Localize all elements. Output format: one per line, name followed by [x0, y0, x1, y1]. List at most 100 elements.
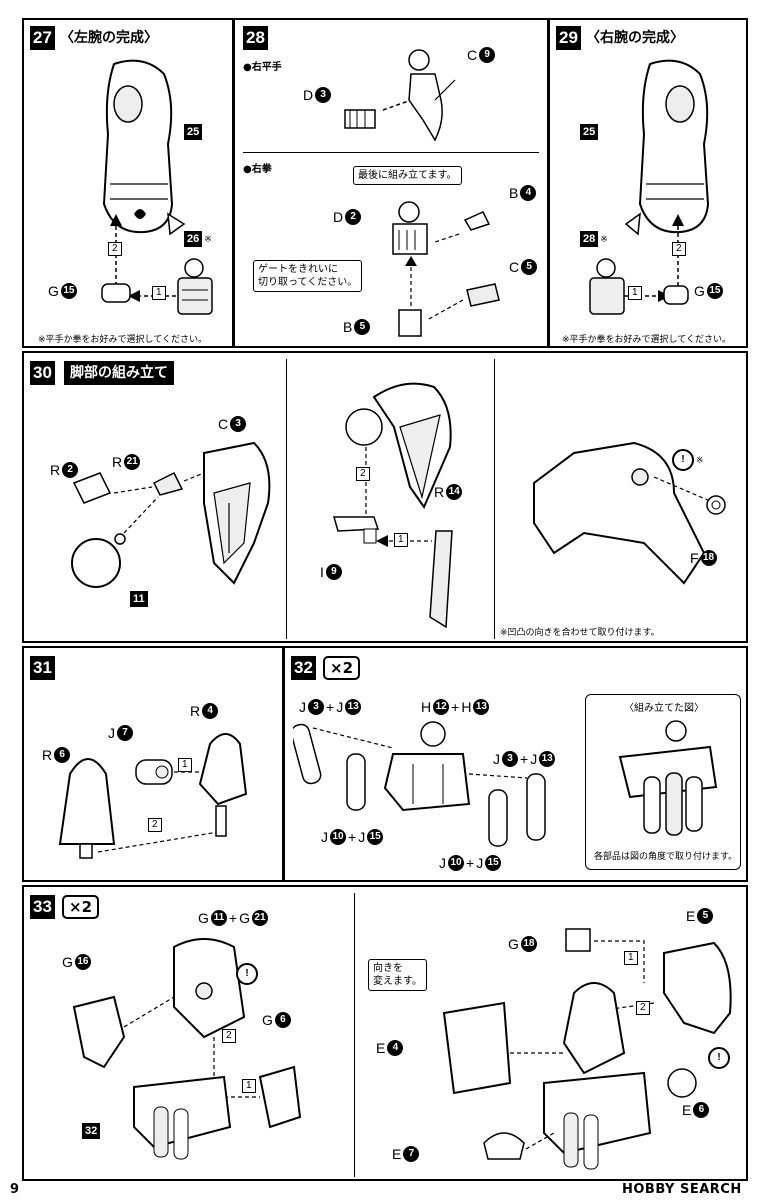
fist-part-26 [177, 258, 213, 315]
attention-mark: !※ [672, 449, 704, 471]
assembled-view-inset: 〈組み立てた図〉 各部品は図の角度で取り付けます。 [585, 694, 741, 870]
leg-upper-illustration-2 [333, 382, 453, 629]
step-title: 〈右腕の完成〉 [586, 30, 684, 46]
callout-change-direction: 向きを変えます。 [368, 959, 427, 991]
attention-mark: ! [236, 963, 258, 985]
arrow-step-2: 2 [148, 818, 162, 832]
hand-part-g15 [663, 285, 689, 305]
arrow-step-2: 2 [672, 242, 686, 256]
arrow-step-2: 2 [356, 467, 370, 481]
fist-assembly-illustration [392, 201, 500, 337]
step-number: 33 [30, 895, 55, 919]
foot-assembly-illustration-2 [442, 928, 732, 1170]
step-number: 30 [30, 361, 55, 385]
assembly-arrows [110, 214, 204, 302]
section-divider [286, 359, 287, 639]
arrow-step-1: 1 [152, 286, 166, 300]
quantity-badge: ×2 [62, 895, 100, 919]
step-number: 29 [556, 26, 581, 50]
open-hand-illustration [344, 49, 456, 142]
callout-cut-gate: ゲートをきれいに切り取ってください。 [253, 260, 363, 292]
hand-part-g15 [101, 283, 131, 303]
step-number: 27 [30, 26, 55, 50]
arrow-step-1: 1 [178, 758, 192, 772]
arrow-step-1: 1 [624, 951, 638, 965]
part-label-11: 11 [130, 591, 148, 607]
step-title: 脚部の組み立て [64, 361, 174, 385]
section-divider [354, 893, 355, 1177]
arrow-step-2: 2 [636, 1001, 650, 1015]
arrow-step-1: 1 [394, 533, 408, 547]
foot-assembly-illustration-1 [72, 938, 302, 1160]
assembled-shin-illustration [618, 720, 718, 836]
part-label-32: 32 [82, 1123, 101, 1139]
subsection-fist: ●右拳 [243, 164, 272, 175]
leg-upper-illustration-1 [71, 441, 271, 588]
knee-assembly-illustration [58, 733, 248, 859]
subsection-open-hand: ●右平手 [243, 62, 282, 73]
part-label-26: 26※ [184, 230, 212, 248]
inset-note: 各部品は図の角度で取り付けます。 [594, 852, 738, 862]
step-title: 〈左腕の完成〉 [60, 30, 158, 46]
arrow-step-1: 1 [242, 1079, 256, 1093]
arrow-step-2: 2 [222, 1029, 236, 1043]
arrow-step-1: 1 [628, 286, 642, 300]
part-label-25: 25 [580, 124, 599, 140]
step-note: ※平手か拳をお好みで選択してください。 [562, 335, 732, 345]
step-note: ※凹凸の向きを合わせて取り付けます。 [500, 628, 660, 638]
step-number: 31 [30, 656, 55, 680]
attention-mark: ! [708, 1047, 730, 1069]
section-divider [243, 152, 539, 153]
step-note: ※平手か拳をお好みで選択してください。 [38, 335, 208, 345]
fist-part-28 [589, 258, 625, 315]
left-arm-assembly-illustration [102, 59, 186, 236]
step-number: 32 [291, 656, 316, 680]
leg-upper-illustration-3 [533, 441, 726, 585]
part-label-25: 25 [184, 124, 203, 140]
watermark: HOBBY SEARCH [622, 1182, 742, 1197]
quantity-badge: ×2 [323, 656, 361, 680]
step-number: 28 [243, 26, 268, 50]
shin-assembly-illustration [293, 721, 546, 847]
inset-title: 〈組み立てた図〉 [624, 703, 704, 714]
part-label-28: 28※ [580, 230, 608, 248]
section-divider [494, 359, 495, 639]
callout-assemble-last: 最後に組み立てます。 [353, 166, 462, 185]
page-number: 9 [10, 1182, 20, 1197]
